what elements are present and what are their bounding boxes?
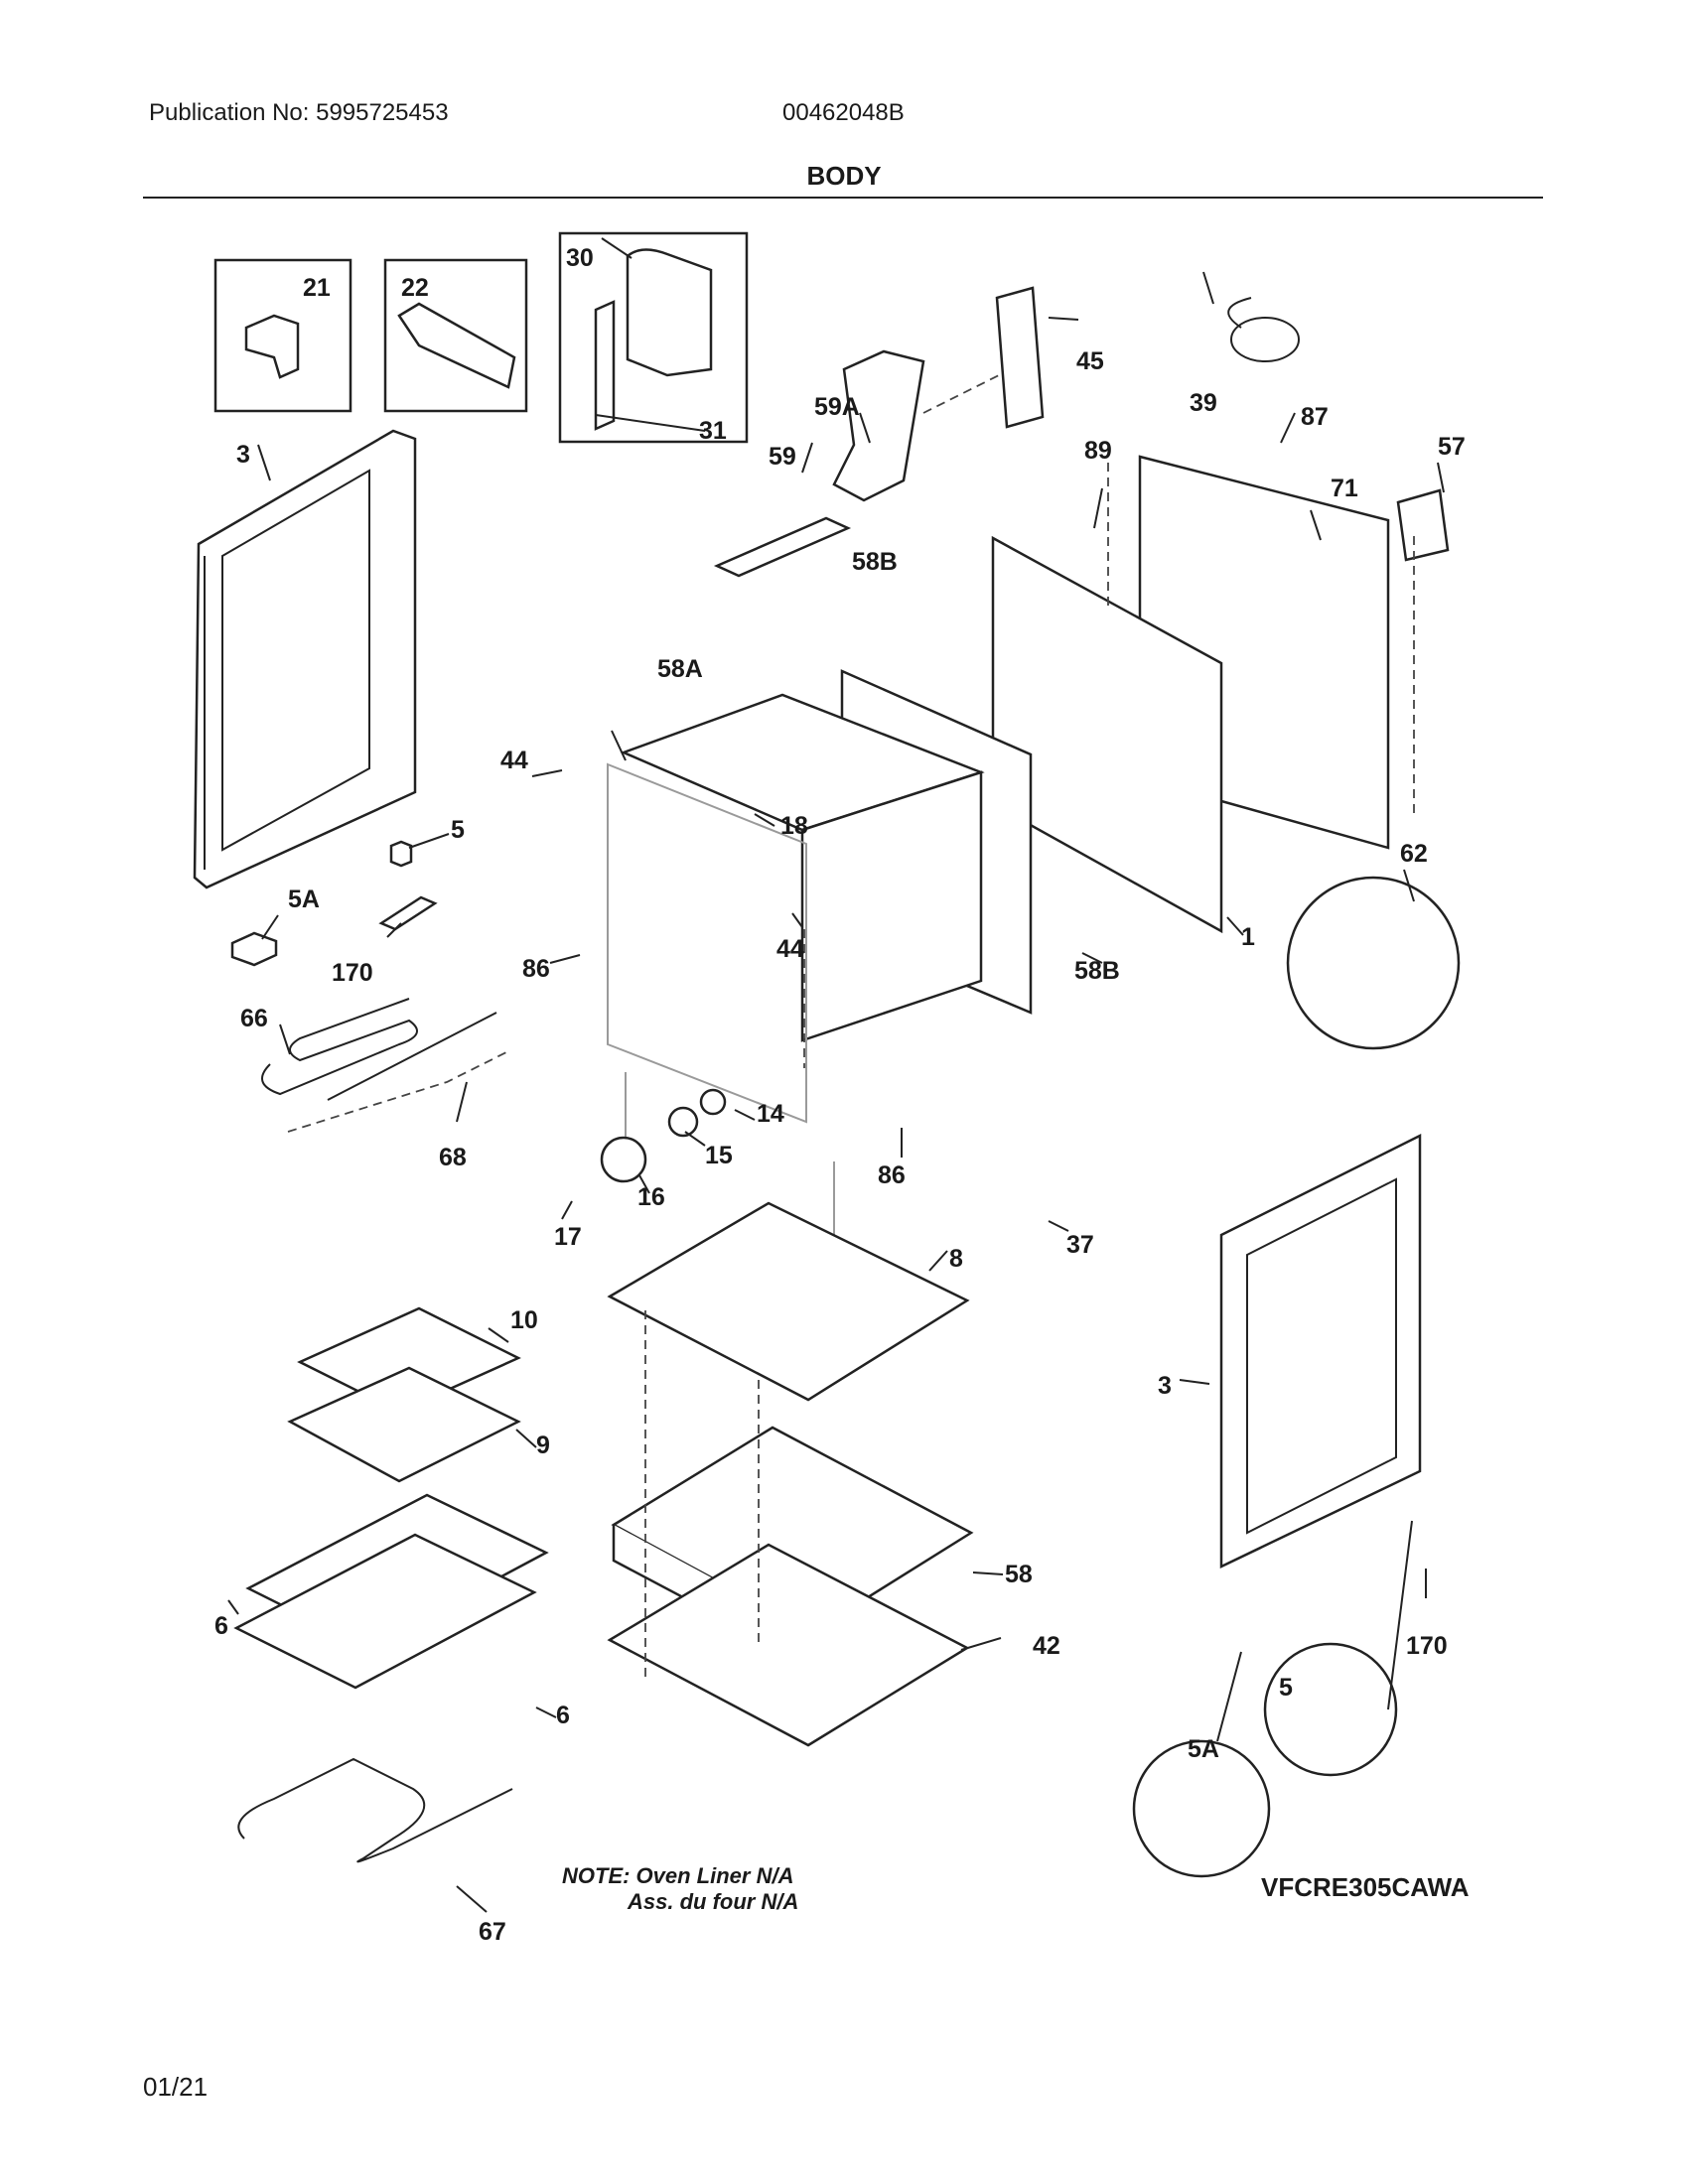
light-assembly <box>600 1088 727 1183</box>
label-5a-zoom: 5A <box>1188 1735 1219 1763</box>
label-170-right: 170 <box>1406 1632 1448 1660</box>
label-6-right: 6 <box>556 1702 570 1729</box>
left-door <box>193 429 417 889</box>
label-3-right: 3 <box>1158 1372 1172 1400</box>
label-86-left: 86 <box>522 955 550 983</box>
zoom-circle-5 <box>1263 1642 1398 1777</box>
label-6-left: 6 <box>214 1612 228 1640</box>
label-1: 1 <box>1241 923 1255 951</box>
label-71: 71 <box>1331 475 1358 502</box>
label-44-mid: 44 <box>776 935 804 963</box>
label-18: 18 <box>780 812 808 840</box>
part-5a-hinge <box>230 931 278 967</box>
label-17: 17 <box>554 1223 582 1251</box>
note-line-1: NOTE: Oven Liner N/A <box>562 1863 794 1888</box>
label-5a: 5A <box>288 886 320 913</box>
label-8: 8 <box>949 1245 963 1273</box>
label-39: 39 <box>1190 389 1217 417</box>
inset-box-21 <box>213 258 352 413</box>
zoom-circle-62 <box>1286 876 1461 1050</box>
alignment-lines <box>644 372 1415 1678</box>
label-58: 58 <box>1005 1561 1033 1588</box>
label-58b-top: 58B <box>852 548 898 576</box>
inset-box-30-31 <box>558 231 749 444</box>
rear-frame-panel <box>991 535 1223 934</box>
label-9: 9 <box>536 1432 550 1459</box>
label-30: 30 <box>566 244 594 272</box>
part-170-hinge <box>378 895 438 931</box>
header-rule <box>143 197 1543 199</box>
label-45: 45 <box>1076 347 1104 375</box>
label-59a: 59A <box>814 393 860 421</box>
document-number: 00462048B <box>782 99 905 126</box>
inset-box-22 <box>383 258 528 413</box>
label-68: 68 <box>439 1144 467 1171</box>
label-21: 21 <box>303 274 331 302</box>
label-15: 15 <box>705 1142 733 1169</box>
label-14: 14 <box>757 1100 784 1128</box>
oven-bottom-8 <box>607 1201 970 1402</box>
right-door <box>1219 1133 1422 1569</box>
label-58a: 58A <box>657 655 703 683</box>
label-3-left: 3 <box>236 441 250 469</box>
publication-number: Publication No: 5995725453 <box>149 99 449 126</box>
label-57: 57 <box>1438 433 1466 461</box>
oven-racks <box>233 1493 549 1690</box>
footer-date: 01/21 <box>143 2072 209 2102</box>
label-86-right: 86 <box>878 1161 906 1189</box>
bracket-45 <box>995 286 1045 429</box>
model-number: VFCRE305CAWA <box>1261 1872 1470 1902</box>
note-line-2: Ass. du four N/A <box>628 1889 799 1914</box>
label-67: 67 <box>479 1918 506 1946</box>
label-10: 10 <box>510 1306 538 1334</box>
leader-lines <box>227 237 1445 1913</box>
label-58b-right: 58B <box>1074 957 1120 985</box>
wire-harness-39 <box>1227 297 1300 362</box>
zoom-circle-5a <box>1132 1739 1271 1878</box>
bake-element <box>237 1757 513 1863</box>
label-170-left: 170 <box>332 959 373 987</box>
cover-57 <box>1396 488 1450 562</box>
broiler-pan <box>287 1306 521 1483</box>
label-62: 62 <box>1400 840 1428 868</box>
section-title: BODY <box>806 161 882 191</box>
label-5: 5 <box>451 816 465 844</box>
vent-duct <box>713 349 925 578</box>
label-89: 89 <box>1084 437 1112 465</box>
label-59: 59 <box>769 443 796 471</box>
label-66: 66 <box>240 1005 268 1032</box>
oven-cavity <box>607 693 985 1251</box>
part-5-bolt <box>389 840 413 868</box>
label-31: 31 <box>699 417 727 445</box>
label-22: 22 <box>401 274 429 302</box>
broil-element <box>261 998 507 1133</box>
label-5-zoom: 5 <box>1279 1674 1293 1702</box>
label-37: 37 <box>1066 1231 1094 1259</box>
label-44-left: 44 <box>500 747 528 774</box>
label-42: 42 <box>1033 1632 1060 1660</box>
label-16: 16 <box>637 1183 665 1211</box>
label-87: 87 <box>1301 403 1329 431</box>
